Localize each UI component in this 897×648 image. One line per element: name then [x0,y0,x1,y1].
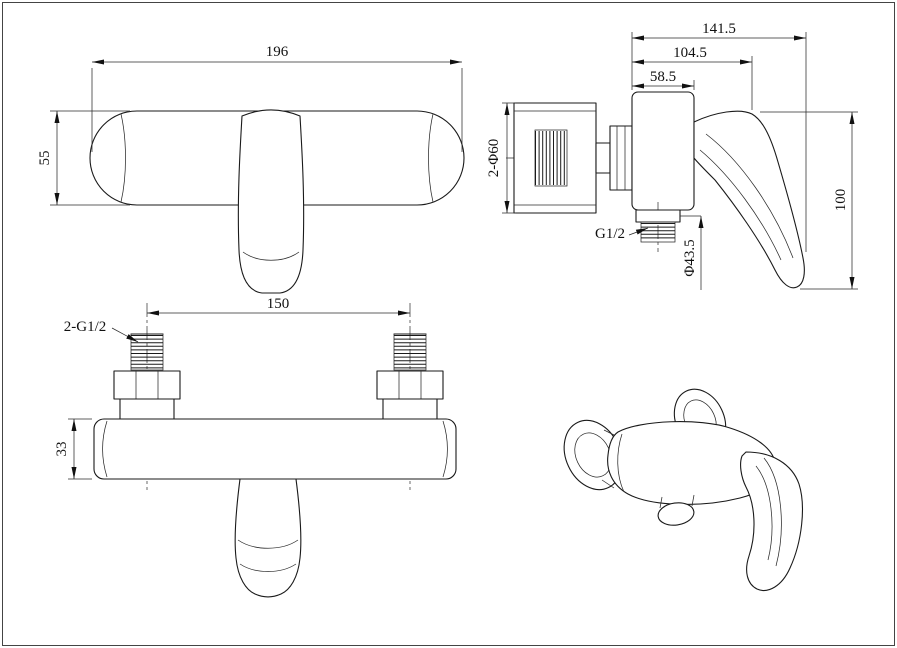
front-view-body [89,110,465,206]
side-view: 141.5 104.5 58.5 2-Φ60 G1/2 [486,21,858,290]
side-outlet-diameter-label: Φ43.5 [682,239,698,276]
side-dim-height-label: 100 [833,189,849,212]
bottom-dim-thickness-label: 33 [54,442,70,457]
bottom-view-dimensions: 150 2-G1/2 33 [54,296,410,480]
iso-handle [740,451,803,591]
side-outlet-thread-label: G1/2 [595,226,625,242]
left-inlet-connector [113,333,181,420]
front-dim-height-label: 55 [37,151,53,166]
bottom-inlet-thread-label: 2-G1/2 [64,319,107,335]
side-dim-total-label: 141.5 [702,21,736,37]
side-dim-mid-label: 104.5 [673,45,707,61]
side-view-outlet [635,202,681,252]
iso-outlet [657,494,695,526]
bottom-view: 150 2-G1/2 33 [54,296,457,598]
front-view-dimensions: 196 55 [37,44,463,206]
side-dim-body-label: 58.5 [650,69,676,85]
right-inlet-connector [376,333,444,420]
front-view-handle [237,109,305,294]
front-view: 196 55 [37,44,465,294]
isometric-view [563,388,803,591]
bottom-dim-spacing-label: 150 [267,296,290,312]
iso-body [607,421,776,505]
bottom-view-body [93,418,457,480]
bottom-view-handle [234,478,302,598]
side-view-handle [693,110,805,289]
side-view-wall-flange [513,102,597,214]
side-view-nut [595,125,633,191]
side-view-dimensions: 141.5 104.5 58.5 2-Φ60 G1/2 [486,21,858,290]
side-view-body [631,91,695,211]
side-flange-diameter-label: 2-Φ60 [486,139,502,177]
front-dim-length-label: 196 [266,44,289,60]
